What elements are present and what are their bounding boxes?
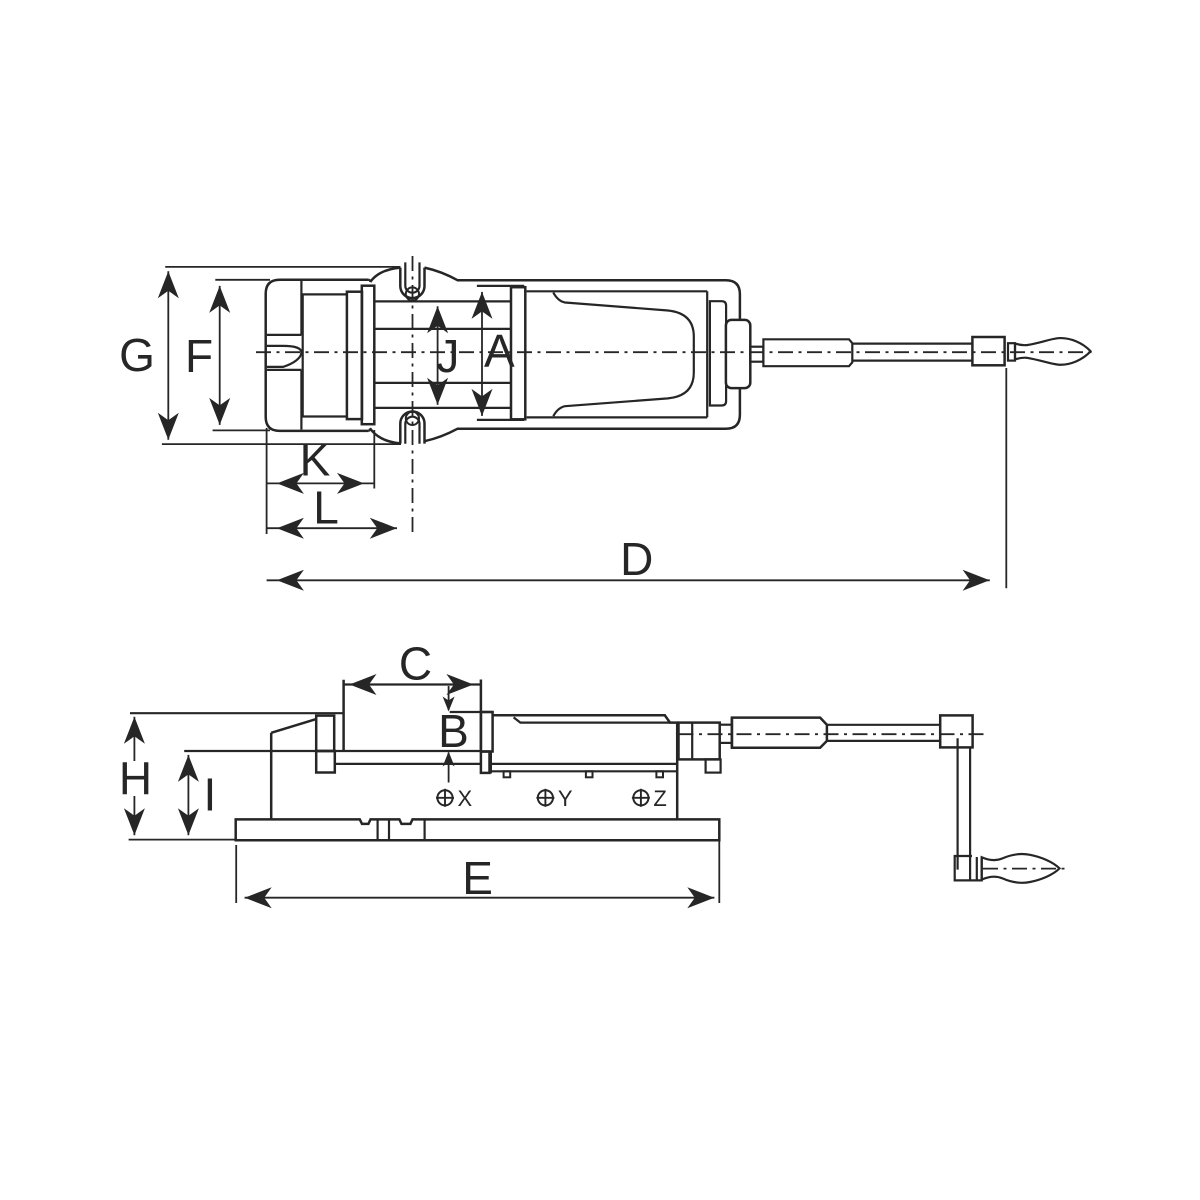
svg-text:E: E bbox=[462, 852, 493, 904]
svg-text:G: G bbox=[119, 329, 155, 381]
svg-text:J: J bbox=[436, 330, 459, 382]
svg-text:C: C bbox=[399, 638, 432, 690]
svg-text:Y: Y bbox=[558, 786, 573, 811]
svg-text:F: F bbox=[185, 330, 213, 382]
svg-text:I: I bbox=[204, 769, 217, 821]
svg-text:Z: Z bbox=[653, 786, 666, 811]
svg-text:X: X bbox=[458, 786, 473, 811]
svg-text:A: A bbox=[484, 325, 515, 377]
svg-text:L: L bbox=[313, 482, 339, 534]
svg-text:D: D bbox=[620, 533, 653, 585]
svg-text:K: K bbox=[300, 434, 331, 486]
svg-text:H: H bbox=[119, 753, 152, 805]
svg-text:B: B bbox=[438, 705, 469, 757]
